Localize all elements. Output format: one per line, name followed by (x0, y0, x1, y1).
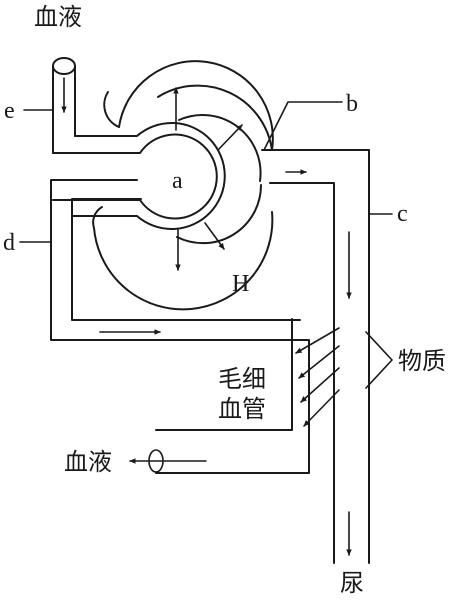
label-urine: 尿 (340, 569, 364, 597)
reabsorption-arrows (295, 327, 340, 427)
glomerulus (52, 122, 226, 230)
label-e: e (4, 98, 15, 124)
label-d: d (3, 230, 15, 256)
bowmans-capsule (92, 60, 274, 311)
filtration-arrows (173, 87, 243, 271)
label-leaders (19, 101, 393, 389)
label-blood-out: 血液 (64, 448, 112, 476)
label-c: c (397, 201, 408, 227)
label-h: H (232, 271, 249, 297)
label-substance: 物质 (398, 347, 446, 375)
label-capillary-line1: 毛细 (218, 365, 266, 393)
label-b: b (346, 91, 358, 117)
label-capillary-line2: 血管 (218, 395, 266, 423)
right-tubule (261, 149, 370, 564)
left-tubule (50, 179, 309, 341)
label-blood-in: 血液 (34, 3, 82, 31)
label-a: a (172, 168, 183, 194)
